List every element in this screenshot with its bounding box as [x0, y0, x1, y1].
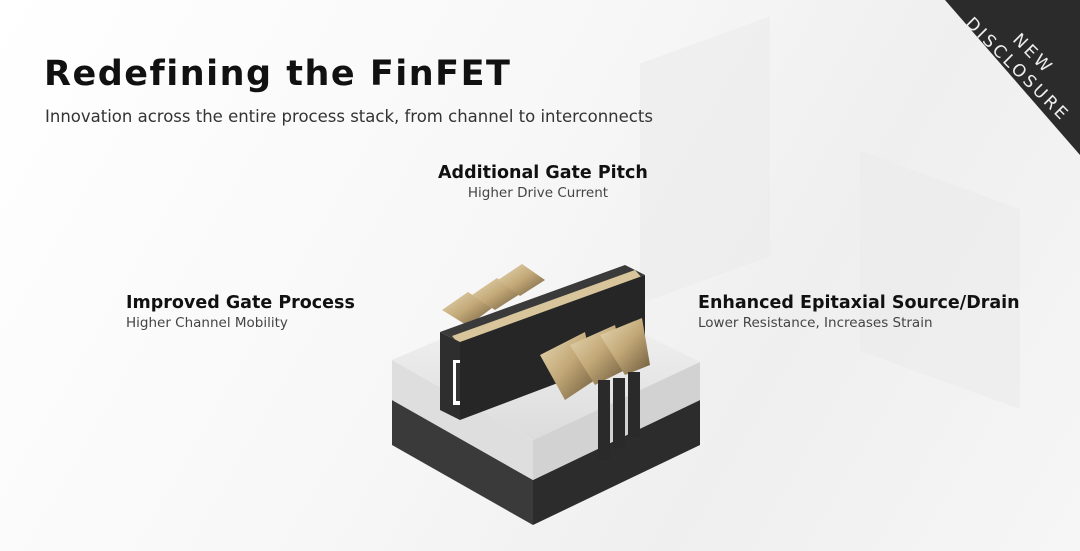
slide-title: Redefining the FinFET	[44, 54, 512, 94]
callout-heading: Improved Gate Process	[126, 293, 355, 313]
callout-heading: Additional Gate Pitch	[438, 163, 648, 183]
front-fins	[540, 318, 650, 460]
slide-subtitle: Innovation across the entire process sta…	[45, 107, 653, 126]
callout-gate-pitch: Additional Gate Pitch Higher Drive Curre…	[438, 163, 648, 201]
callout-epitaxial: Enhanced Epitaxial Source/Drain Lower Re…	[698, 293, 1020, 331]
background-shape	[860, 150, 1020, 410]
back-fins	[442, 264, 545, 326]
gate-stack	[440, 265, 645, 420]
callout-heading: Enhanced Epitaxial Source/Drain	[698, 293, 1020, 313]
callout-gate-process: Improved Gate Process Higher Channel Mob…	[126, 293, 355, 331]
new-disclosure-badge	[945, 0, 1080, 155]
callout-detail: Lower Resistance, Increases Strain	[698, 315, 933, 331]
callout-detail: Higher Channel Mobility	[126, 315, 288, 331]
callout-detail: Higher Drive Current	[467, 185, 609, 201]
finfet-3d-illustration	[392, 264, 700, 525]
